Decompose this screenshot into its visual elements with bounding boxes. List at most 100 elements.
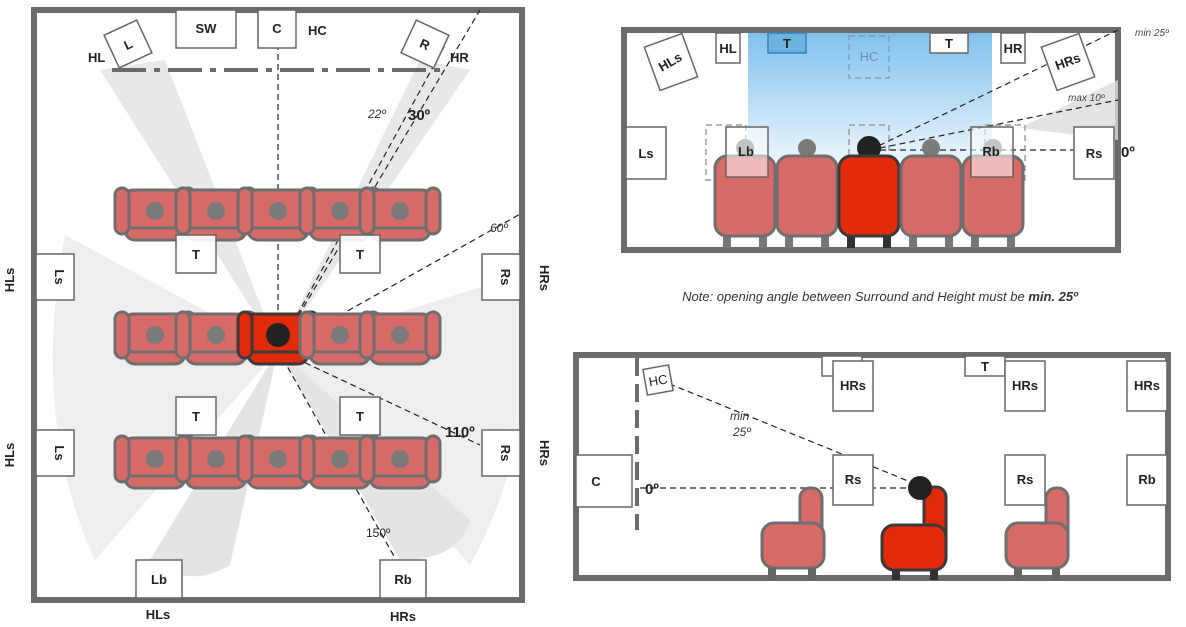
side-seat-1 xyxy=(760,486,826,580)
svg-text:T: T xyxy=(981,359,989,374)
svg-text:HC: HC xyxy=(860,49,879,64)
svg-text:C: C xyxy=(591,474,601,489)
head xyxy=(146,202,164,220)
front-view: HLs HRs HL HR T T HC Ls xyxy=(621,27,1170,253)
svg-text:HRs: HRs xyxy=(1012,378,1038,393)
angle-22: 22º xyxy=(367,107,386,121)
head xyxy=(146,450,164,468)
svg-text:Rb: Rb xyxy=(982,144,999,159)
speaker-HRs-front: HRs xyxy=(1040,32,1096,92)
speaker-SW: SW xyxy=(175,9,237,49)
line-min25-side xyxy=(659,379,919,486)
speaker-HR-front: HR xyxy=(1000,32,1026,64)
angle-60: 60º xyxy=(490,221,508,235)
note-text: Note: opening angle between Surround and… xyxy=(682,289,1078,304)
listener-head xyxy=(908,476,932,500)
front-seat xyxy=(775,139,839,248)
seat-row-front xyxy=(113,186,442,242)
svg-text:T: T xyxy=(192,409,200,424)
seat-row-rear xyxy=(113,434,442,490)
svg-text:T: T xyxy=(356,247,364,262)
speaker-Rs-side-1: Rs xyxy=(832,454,874,506)
head xyxy=(391,450,409,468)
seat xyxy=(358,310,442,366)
label-HLs-rear: HLs xyxy=(146,607,171,622)
side-seat-main xyxy=(880,476,948,580)
seat xyxy=(113,310,197,366)
svg-text:Rs: Rs xyxy=(845,472,862,487)
svg-text:Lb: Lb xyxy=(738,144,754,159)
svg-text:Rs: Rs xyxy=(1086,146,1103,161)
speaker-L: L xyxy=(103,19,153,69)
speaker-Ls-rear: Ls xyxy=(35,429,75,477)
seat xyxy=(358,434,442,490)
head xyxy=(207,202,225,220)
angle-30: 30º xyxy=(408,107,431,124)
speaker-T-front-2: T xyxy=(929,32,969,54)
svg-text:C: C xyxy=(272,21,282,36)
line-min25 xyxy=(869,29,1119,151)
line-max10 xyxy=(869,99,1119,151)
speaker-HRs-side-3: HRs xyxy=(1126,360,1168,412)
side-view: HC C T T HRs HRs HRs Rs xyxy=(573,352,1171,581)
speaker-HRs-side-1: HRs xyxy=(832,360,874,412)
seat-row-middle xyxy=(113,310,442,366)
speaker-T-4: T xyxy=(339,396,381,436)
angle-min-label: min xyxy=(730,409,750,423)
speaker-Rs-front: Rs xyxy=(481,253,521,301)
speaker-T-front-1: T xyxy=(767,32,807,54)
speaker-Rb-side: Rb xyxy=(1126,454,1168,506)
speaker-T-3: T xyxy=(175,396,217,436)
head xyxy=(331,202,349,220)
speaker-Ls-front: Ls xyxy=(35,253,75,301)
main-seat xyxy=(236,310,320,366)
head xyxy=(269,450,287,468)
angle-max10: max 10º xyxy=(1068,93,1106,104)
svg-text:Lb: Lb xyxy=(151,572,167,587)
speaker-Ls-front-view: Ls xyxy=(625,126,667,180)
head xyxy=(331,326,349,344)
speaker-T-2: T xyxy=(339,234,381,274)
speaker-Rb: Rb xyxy=(379,559,427,599)
svg-text:Rs: Rs xyxy=(498,269,513,286)
svg-text:Rs: Rs xyxy=(1017,472,1034,487)
speaker-Lb-front-view: Lb xyxy=(725,126,769,178)
label-HRs-1: HRs xyxy=(537,265,552,291)
speaker-Rs-rear: Rs xyxy=(481,429,521,477)
top-view: L R SW C HC HL HR Ls Ls Rs xyxy=(2,7,552,624)
speaker-Rb-front-view: Rb xyxy=(970,126,1014,178)
svg-text:HRs: HRs xyxy=(840,378,866,393)
label-HL: HL xyxy=(88,50,105,65)
label-HRs-2: HRs xyxy=(537,440,552,466)
svg-text:HR: HR xyxy=(1004,41,1023,56)
svg-text:HC: HC xyxy=(648,371,669,389)
angle-0-side: 0º xyxy=(645,481,659,498)
angle-25-label: 25º xyxy=(732,425,751,439)
speaker-HRs-side-2: HRs xyxy=(1004,360,1046,412)
front-seat xyxy=(899,139,963,248)
svg-text:T: T xyxy=(783,36,791,51)
angle-0-front: 0º xyxy=(1121,144,1135,161)
label-HRs-rear: HRs xyxy=(390,609,416,624)
speaker-C: C xyxy=(257,9,297,49)
svg-text:T: T xyxy=(945,36,953,51)
head xyxy=(207,450,225,468)
label-HLs-1: HLs xyxy=(2,268,17,293)
speaker-Rs-front-view: Rs xyxy=(1073,126,1115,180)
svg-text:Rb: Rb xyxy=(1138,472,1155,487)
speaker-HL-front: HL xyxy=(715,32,741,64)
svg-text:HRs: HRs xyxy=(1134,378,1160,393)
angle-min25: min 25º xyxy=(1135,28,1170,39)
speaker-Lb: Lb xyxy=(135,559,183,599)
head xyxy=(269,202,287,220)
label-HR: HR xyxy=(450,50,469,65)
svg-text:Rs: Rs xyxy=(498,445,513,462)
listener-head xyxy=(266,323,290,347)
speaker-T-side-2: T xyxy=(964,355,1006,377)
seat xyxy=(358,186,442,242)
svg-text:T: T xyxy=(192,247,200,262)
svg-text:T: T xyxy=(356,409,364,424)
svg-text:HL: HL xyxy=(719,41,736,56)
speaker-HC-front: HC xyxy=(848,35,890,79)
